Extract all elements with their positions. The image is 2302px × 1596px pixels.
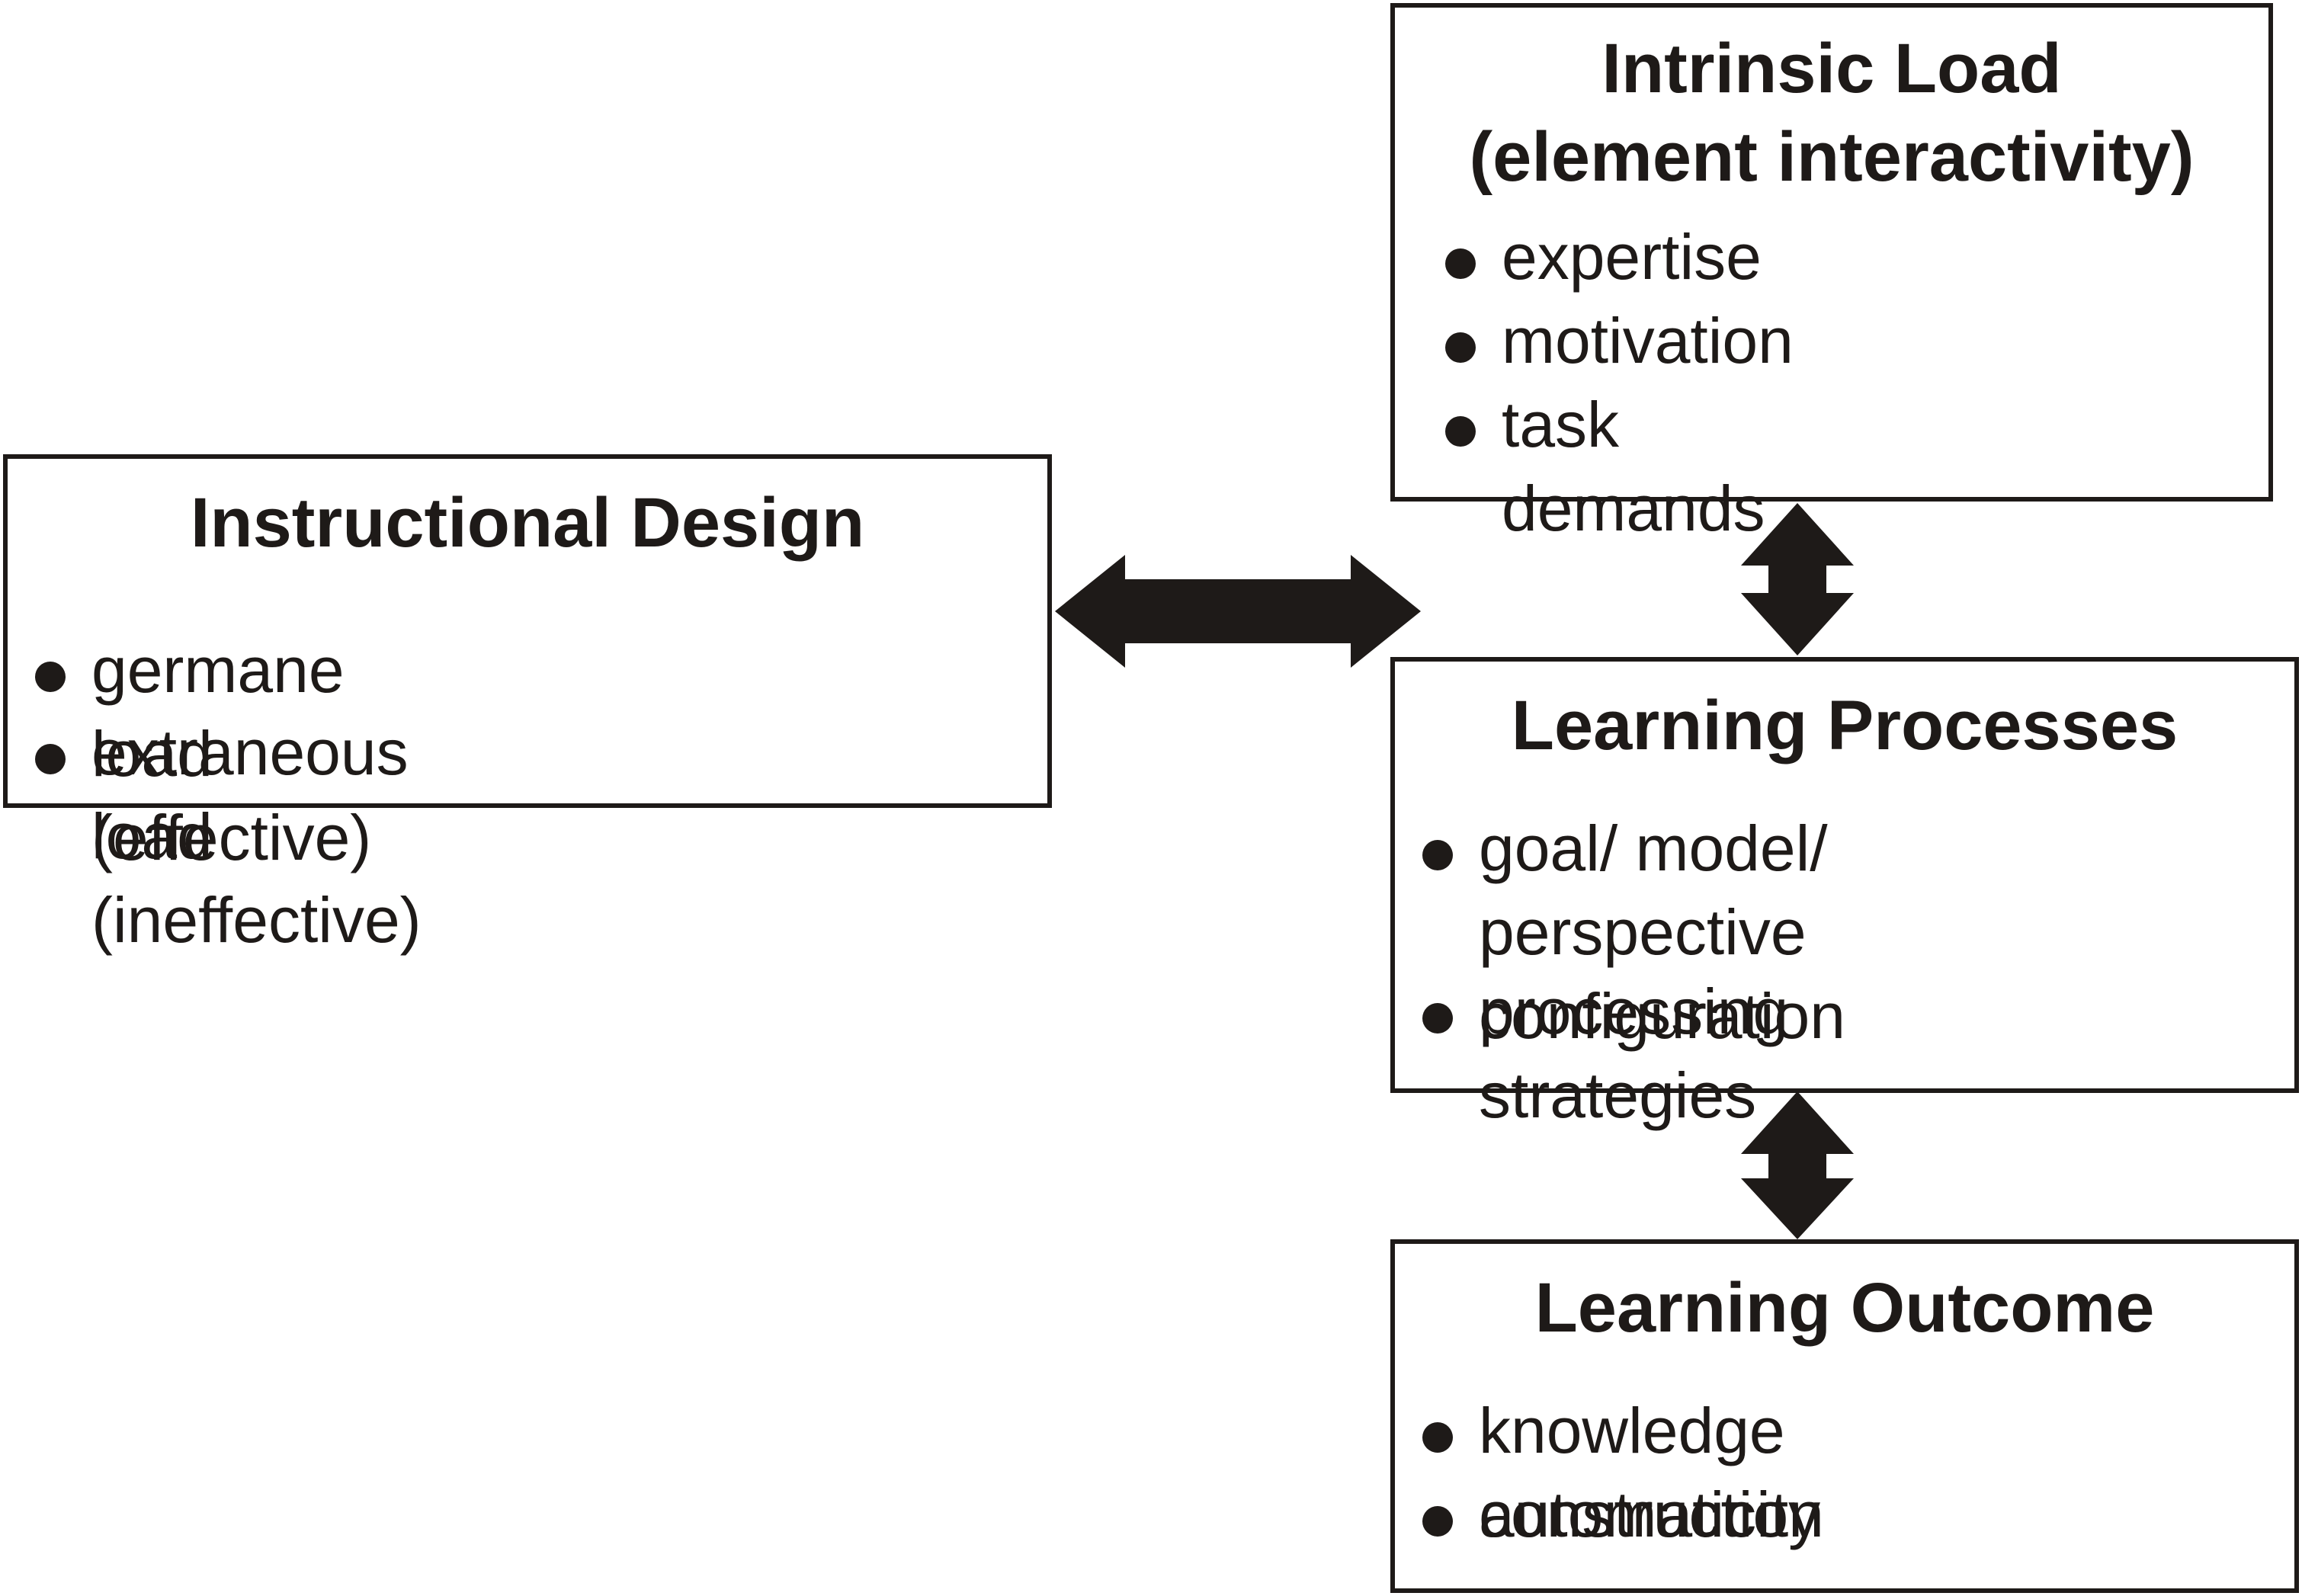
motivation-text: motivation (1502, 305, 1794, 377)
bullet-icon (1422, 1003, 1453, 1034)
intrinsic-load-box: Intrinsic Load (element interactivity) e… (1390, 3, 2273, 544)
double-arrow-horizontal (1055, 555, 1421, 668)
learning-processes-title: Learning Processes (1511, 687, 2179, 764)
double-arrow-vertical-bottom (1741, 1091, 1854, 1239)
learning-processes-box: Learning Processes goal/ model/ perspect… (1390, 657, 2299, 1131)
goal-model-perspective-text: goal/ model/ perspective configuration (1479, 812, 1845, 1052)
bullet-icon (1422, 840, 1453, 870)
automaticity-text: automaticity (1479, 1479, 1821, 1550)
bullet-icon (1445, 332, 1476, 363)
bullet-icon (1422, 1422, 1453, 1453)
bullet-icon (35, 744, 66, 774)
bullet-icon (35, 662, 66, 692)
bullet-icon (1422, 1506, 1453, 1537)
bullet-icon (1445, 416, 1476, 447)
expertise-text: expertise (1502, 221, 1762, 293)
extraneous-load-text: extraneous load (ineffective) (91, 716, 422, 956)
instructional-design-box: Instructional Design germane load (effec… (3, 454, 1052, 956)
intrinsic-load-title: Intrinsic Load (element interactivity) (1469, 30, 2195, 196)
learning-outcome-box: Learning Outcome knowledge construction … (1390, 1239, 2299, 1593)
bullet-icon (1445, 248, 1476, 279)
instructional-design-title: Instructional Design (190, 484, 865, 562)
task-demands-text: task demands (1502, 389, 1765, 544)
double-arrow-vertical-top (1741, 503, 1854, 655)
knowledge-construction-text: knowledge construction (1479, 1395, 1824, 1550)
learning-outcome-title: Learning Outcome (1534, 1269, 2155, 1347)
germane-load-text: germane load (effective) (91, 634, 372, 873)
processing-strategies-text: processing strategies (1479, 976, 1789, 1131)
